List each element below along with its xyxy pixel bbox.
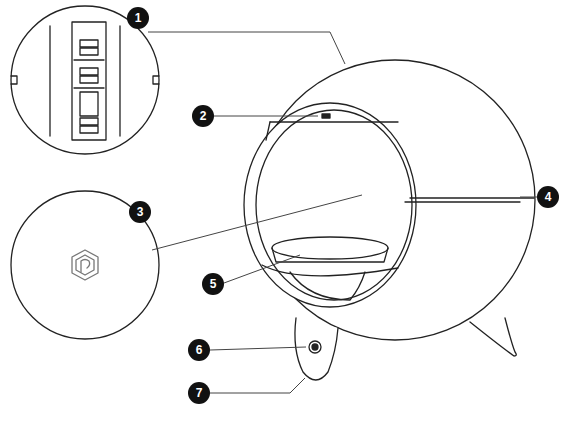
callout-discs — [127, 7, 559, 404]
leader-lines — [148, 32, 537, 393]
callout-number: 5 — [202, 273, 224, 295]
callout-number: 3 — [129, 201, 151, 223]
feeder-body — [244, 60, 535, 380]
logo-inset — [11, 191, 159, 339]
callout-number: 2 — [192, 105, 214, 127]
callout-number: 7 — [188, 382, 210, 404]
top-panel-inset — [11, 6, 159, 154]
callout-number: 1 — [127, 7, 149, 29]
callout-number: 6 — [188, 339, 210, 361]
callout-number: 4 — [537, 186, 559, 208]
